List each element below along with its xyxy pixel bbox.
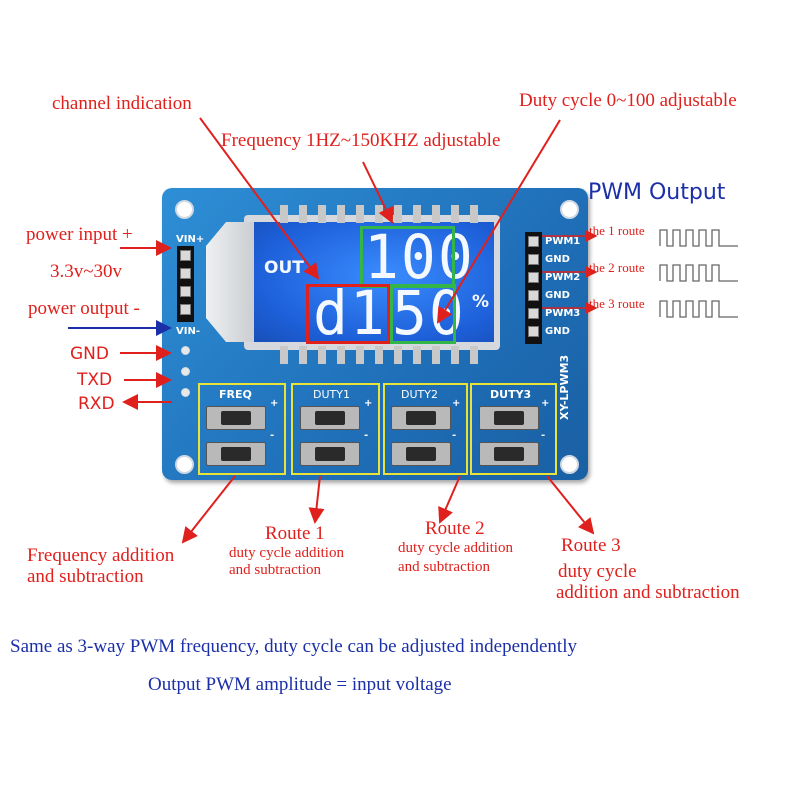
duty3-minus-label: - <box>541 430 546 441</box>
duty1-button-group <box>291 383 380 475</box>
channel-arrow <box>199 117 320 280</box>
freq-plus-label: + <box>270 398 279 409</box>
channel-indication-label: channel indication <box>52 93 192 114</box>
pin-label-gnd3: GND <box>545 326 570 337</box>
power-output-label: power output - <box>28 298 140 319</box>
vin-minus-label: VIN- <box>176 326 200 337</box>
duty2-plus-button[interactable] <box>391 406 451 430</box>
duty-highlight-box <box>390 284 456 344</box>
note-line-2: Output PWM amplitude = input voltage <box>148 674 452 695</box>
mount-hole-top-left <box>175 200 194 219</box>
rxd-label: RXD <box>78 394 115 414</box>
route1-title: Route 1 <box>265 523 325 544</box>
lcd-out-label: OUT <box>264 258 304 278</box>
freq-addition-sub: and subtraction <box>27 566 144 587</box>
pin-label-pwm2: PWM2 <box>545 272 581 283</box>
route2-line1: duty cycle addition <box>398 540 513 556</box>
duty3-label: DUTY3 <box>490 388 532 401</box>
duty2-minus-button[interactable] <box>391 442 451 466</box>
note-line-1: Same as 3-way PWM frequency, duty cycle … <box>10 636 577 657</box>
duty2-minus-label: - <box>452 430 457 441</box>
route2-label: the 2 route <box>589 260 645 275</box>
duty-arrow <box>436 119 561 324</box>
duty-cycle-range-label: Duty cycle 0~100 adjustable <box>519 90 737 111</box>
duty3-button-group <box>470 383 557 475</box>
freq-plus-button[interactable] <box>206 406 266 430</box>
route1-line1: duty cycle addition <box>229 545 344 561</box>
mount-hole-bottom-left <box>175 455 194 474</box>
mount-hole-top-right <box>560 200 579 219</box>
duty1-plus-label: + <box>364 398 373 409</box>
route3-line1: duty cycle <box>558 561 637 582</box>
txd-label: TXD <box>77 370 113 390</box>
rxd-pad <box>181 388 190 397</box>
waveform-route1 <box>659 229 738 247</box>
pin-label-pwm1: PWM1 <box>545 236 581 247</box>
pin-label-gnd1: GND <box>545 254 570 265</box>
duty2-button-group <box>383 383 468 475</box>
pin-label-gnd2: GND <box>545 290 570 301</box>
duty1-plus-button[interactable] <box>300 406 360 430</box>
duty2-label: DUTY2 <box>401 388 438 401</box>
route3-group-arrow <box>546 475 595 535</box>
power-header <box>177 246 194 322</box>
frequency-arrow <box>362 161 394 224</box>
pin-label-pwm3: PWM3 <box>545 308 581 319</box>
freq-minus-button[interactable] <box>206 442 266 466</box>
lcd-percent-sign: % <box>472 292 490 312</box>
voltage-range-label: 3.3v~30v <box>50 261 123 282</box>
route2-group-arrow <box>438 475 461 524</box>
lcd-channel-value: d1 <box>313 277 387 349</box>
duty3-plus-label: + <box>541 398 550 409</box>
route2-line2: and subtraction <box>398 559 491 575</box>
gnd-pad <box>181 346 190 355</box>
lcd-bottom-tabs <box>280 346 480 364</box>
power-input-label: power input + <box>26 224 133 245</box>
mount-hole-bottom-right <box>560 455 579 474</box>
gnd-label: GND <box>70 344 109 364</box>
waveform-route3 <box>659 300 738 318</box>
route3-title: Route 3 <box>561 535 621 556</box>
duty3-minus-button[interactable] <box>479 442 539 466</box>
waveform-route2 <box>659 264 738 282</box>
route3-line2: addition and subtraction <box>556 582 740 603</box>
route1-line2: and subtraction <box>229 562 322 578</box>
route1-group-arrow <box>308 475 325 524</box>
duty3-plus-button[interactable] <box>479 406 539 430</box>
freq-group-arrow <box>181 475 236 544</box>
route2-title: Route 2 <box>425 518 485 539</box>
duty1-label: DUTY1 <box>313 388 350 401</box>
pwm-output-title: PWM Output <box>588 180 726 205</box>
duty1-minus-label: - <box>364 430 369 441</box>
lcd-connector <box>206 222 256 342</box>
duty1-minus-button[interactable] <box>300 442 360 466</box>
duty2-plus-label: + <box>452 398 461 409</box>
txd-pad <box>181 367 190 376</box>
freq-addition-title: Frequency addition <box>27 545 175 566</box>
channel-highlight-box <box>306 284 390 344</box>
freq-minus-label: - <box>270 430 275 441</box>
route3-label: the 3 route <box>589 296 645 311</box>
frequency-range-label: Frequency 1HZ~150KHZ adjustable <box>221 130 501 151</box>
route1-label: the 1 route <box>589 223 645 238</box>
freq-button-group <box>198 383 286 475</box>
vin-plus-label: VIN+ <box>176 234 205 245</box>
freq-label: FREQ <box>219 388 252 401</box>
pwm-output-header <box>525 232 542 344</box>
